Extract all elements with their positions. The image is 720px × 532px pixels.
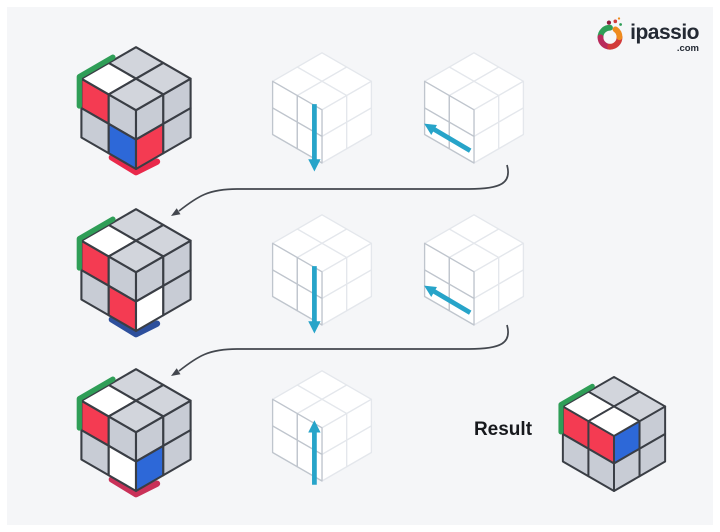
- cube-state-step-3: [73, 365, 199, 504]
- step-1-to-2-connector-arrow: [171, 164, 509, 216]
- cube-state-result: [555, 373, 673, 503]
- cube-move-1-left-arrow: [417, 49, 531, 174]
- brand-tld: .com: [676, 43, 699, 54]
- step-2-to-3-connector-arrow: [171, 324, 509, 376]
- ipassio-logo-icon: [597, 17, 623, 50]
- result-label: Result: [473, 419, 533, 440]
- cube-move-2-down-arrow: [265, 211, 379, 336]
- cube-move-3-up-arrow: [265, 367, 379, 492]
- ipassio-logo[interactable]: ipassio .com: [594, 15, 699, 54]
- cube-state-step-2: [73, 205, 199, 344]
- brand-text-block: ipassio .com: [630, 15, 699, 54]
- brand-name: ipassio: [630, 21, 699, 44]
- cube-move-1-down-arrow: [265, 49, 379, 174]
- cube-move-2-left-arrow: [417, 211, 531, 336]
- cube-state-step-1: [73, 43, 199, 182]
